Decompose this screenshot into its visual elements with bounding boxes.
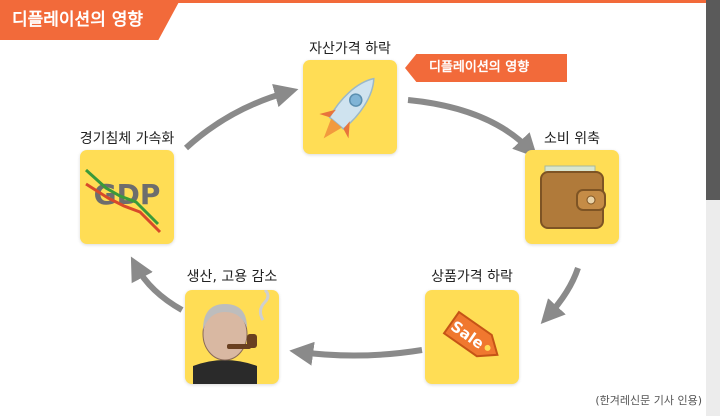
effect-badge: 디플레이션의 영향 bbox=[405, 54, 567, 82]
page-title: 디플레이션의 영향 bbox=[0, 0, 180, 40]
arrow-consumption-to-price bbox=[540, 267, 581, 324]
node-label-goods-price: 상품가격 하락 bbox=[431, 269, 513, 285]
node-label-asset-price: 자산가격 하락 bbox=[309, 41, 391, 57]
source-citation: (한겨레신문 기사 인용) bbox=[595, 394, 702, 407]
sale-tag-icon: Sale bbox=[442, 310, 499, 358]
arrow-asset-to-consumption bbox=[407, 97, 538, 158]
node-label-production: 생산, 고용 감소 bbox=[186, 269, 278, 285]
node-label-consumption: 소비 위축 bbox=[544, 131, 600, 147]
scrollbar-track[interactable] bbox=[706, 200, 720, 416]
wallet-icon bbox=[540, 165, 606, 229]
card-consumption bbox=[525, 150, 619, 244]
man-with-pipe-icon bbox=[193, 290, 270, 384]
scrollbar-thumb[interactable] bbox=[706, 0, 720, 200]
node-label-recession: 경기침체 가속화 bbox=[79, 131, 175, 147]
card-recession: GDP bbox=[80, 150, 174, 244]
rocket-icon bbox=[319, 77, 375, 139]
arrow-price-to-production bbox=[289, 341, 423, 366]
card-production bbox=[185, 290, 279, 384]
gdp-decline-icon: GDP bbox=[84, 168, 162, 234]
top-accent-rule bbox=[0, 0, 720, 3]
card-asset-price bbox=[303, 60, 397, 154]
card-goods-price: Sale bbox=[425, 290, 519, 384]
arrow-production-to-recession bbox=[130, 256, 184, 313]
arrow-recession-to-asset bbox=[183, 83, 299, 151]
